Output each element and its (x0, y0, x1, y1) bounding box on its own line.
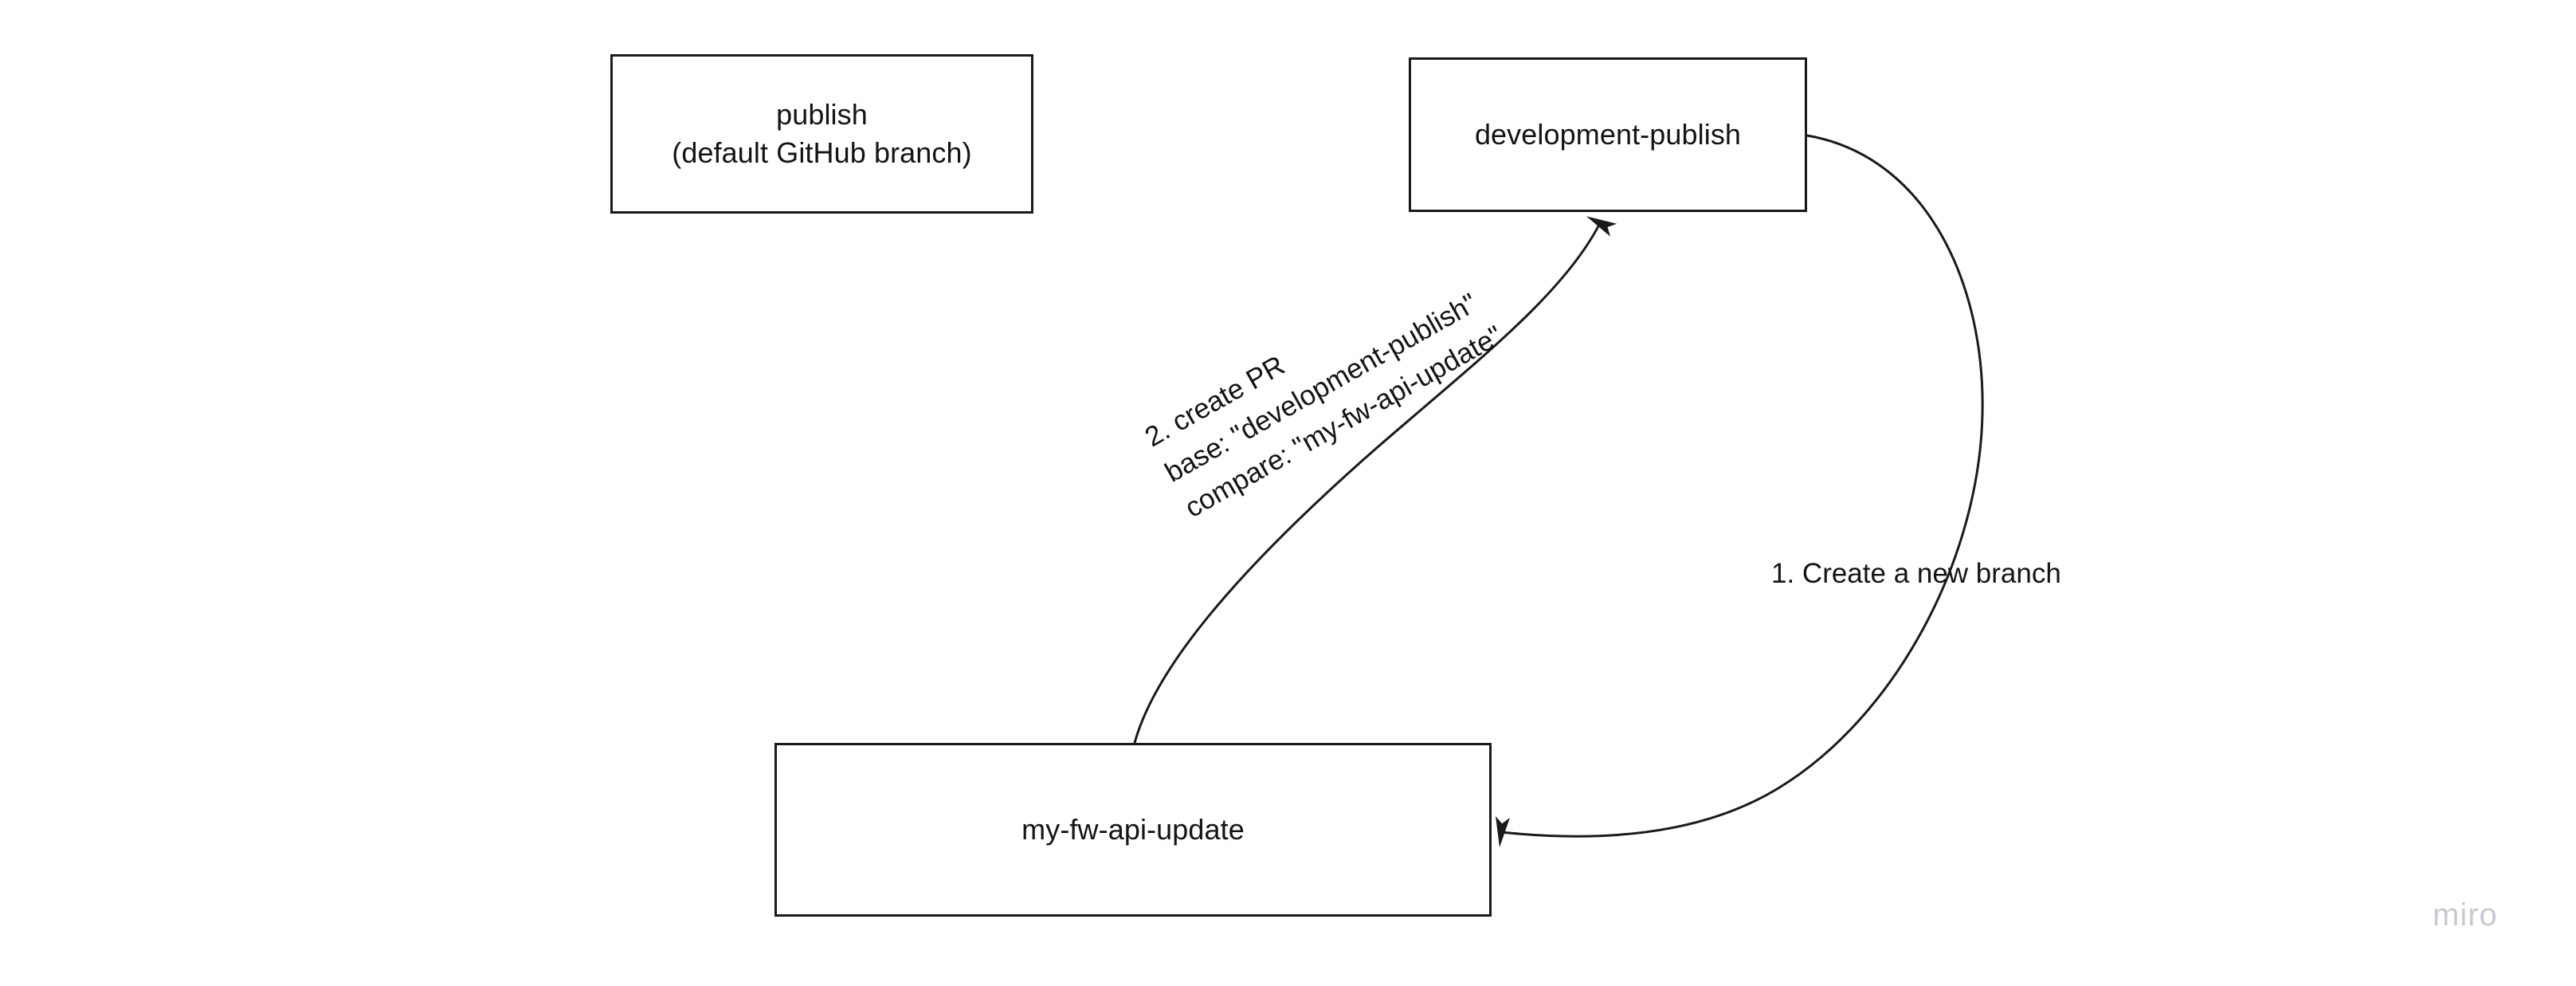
node-publish-label: publish (default GitHub branch) (672, 98, 972, 169)
node-publish[interactable]: publish (default GitHub branch) (610, 54, 1033, 214)
edge-label-create-branch: 1. Create a new branch (1771, 558, 2061, 589)
node-development-publish-label: development-publish (1474, 118, 1742, 151)
edge-create-branch-path (1496, 134, 1984, 848)
node-my-fw-api-update-label: my-fw-api-update (1021, 813, 1245, 847)
node-my-fw-api-update[interactable]: my-fw-api-update (774, 743, 1492, 917)
node-development-publish[interactable]: development-publish (1409, 57, 1807, 212)
miro-watermark: miro (2433, 898, 2498, 933)
edge-label-create-pr: 2. create PR base: "development-publish"… (1139, 287, 1508, 524)
